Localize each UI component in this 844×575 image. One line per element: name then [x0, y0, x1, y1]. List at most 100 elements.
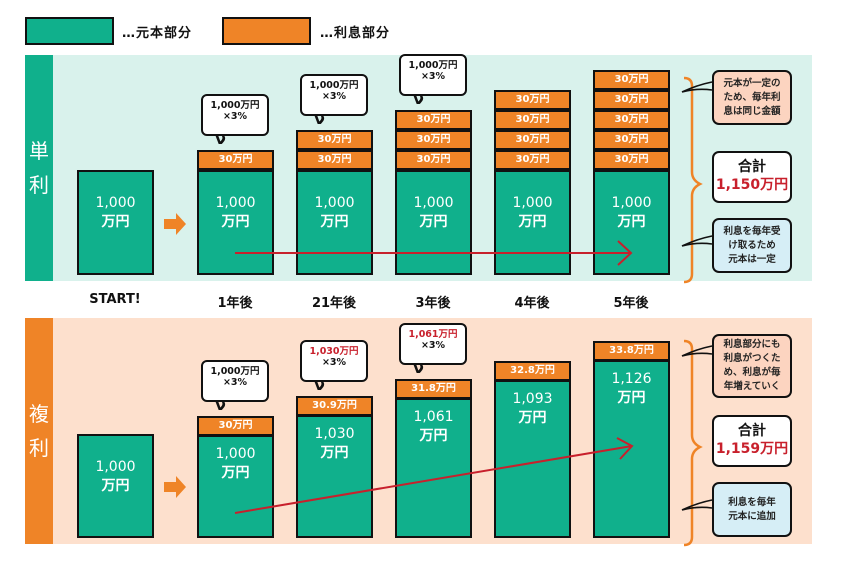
side-char: 利: [29, 173, 49, 197]
note-text: 利息部分にも利息がつくため、利息が毎年増えていく: [723, 338, 780, 394]
interest-cell: 30万円: [395, 150, 472, 170]
bubble-rate: ×3%: [222, 377, 248, 388]
principal-amount: 1,000 万円: [496, 194, 569, 232]
principal-value: 1,000: [413, 195, 454, 211]
principal-value: 1,000: [215, 446, 256, 462]
interest-cell: 30万円: [593, 150, 670, 170]
total-value: 1,159万円: [715, 441, 789, 457]
principal-bar: 1,000 万円: [494, 170, 571, 275]
bubble-base: 1,000万円: [210, 100, 260, 111]
total-box: 合計 1,150万円: [712, 151, 792, 203]
principal-unit: 万円: [320, 445, 349, 461]
principal-unit: 万円: [617, 390, 646, 406]
calc-bubble: 1,000万円×3%ν: [399, 54, 467, 107]
principal-bar: 1,000 万円: [77, 170, 154, 275]
bubble-base: 1,030万円: [309, 346, 359, 357]
interest-cell: 30万円: [593, 110, 670, 130]
bubble-tail: ν: [413, 358, 424, 377]
interest-cell: 30万円: [494, 150, 571, 170]
compound-interest-side-label: 複 利: [25, 318, 53, 544]
note-line: 利息がつくた: [723, 353, 781, 364]
bubble-rate: ×3%: [222, 111, 248, 122]
interest-cell: 30万円: [296, 150, 373, 170]
simple-growth-arrow: [235, 240, 633, 266]
side-char: 利: [29, 436, 49, 460]
principal-amount: 1,000 万円: [595, 194, 668, 232]
bubble-base: 1,000万円: [210, 366, 260, 377]
interest-cell: 30万円: [494, 110, 571, 130]
principal-value: 1,061: [413, 409, 454, 425]
principal-unit: 万円: [320, 214, 349, 230]
principal-unit: 万円: [617, 214, 646, 230]
principal-unit: 万円: [101, 214, 130, 230]
principal-unit: 万円: [101, 478, 130, 494]
interest-cell: 30万円: [593, 70, 670, 90]
principal-amount: 1,030 万円: [298, 425, 371, 463]
bubble-tail: ν: [215, 395, 226, 414]
principal-value: 1,000: [512, 195, 553, 211]
legend-principal-label: …元本部分: [122, 26, 193, 41]
note-pointer: [681, 345, 713, 357]
x-label: START!: [89, 292, 141, 307]
interest-cell: 30万円: [395, 130, 472, 150]
principal-value: 1,093: [512, 391, 553, 407]
interest-cell: 30.9万円: [296, 396, 373, 416]
bubble-rate: ×3%: [420, 71, 446, 82]
note-text: 元本が一定のため、毎年利息は同じ金額: [723, 77, 780, 119]
x-label: 3年後: [415, 296, 451, 311]
interest-cell: 31.8万円: [395, 379, 472, 399]
bubble-tail: ν: [314, 375, 325, 394]
x-label: 21年後: [311, 296, 357, 311]
compound-brace: [683, 339, 703, 547]
note-line: 元本は一定: [728, 253, 776, 265]
principal-amount: 1,061 万円: [397, 408, 470, 446]
note-line: 年増えていく: [723, 381, 781, 392]
principal-value: 1,000: [215, 195, 256, 211]
note-pointer: [681, 499, 713, 511]
x-label: 5年後: [613, 296, 649, 311]
calc-bubble: 1,000万円×3% ν: [201, 94, 269, 147]
principal-bar: 1,000 万円: [593, 170, 670, 275]
principal-value: 1,030: [314, 426, 355, 442]
bubble-base: 1,061万円: [408, 329, 458, 340]
next-arrow-icon: [164, 213, 186, 235]
simple-interest-side-label: 単 利: [25, 55, 53, 281]
calc-bubble: 1,000万円×3% ν: [201, 360, 269, 413]
principal-value: 1,000: [314, 195, 355, 211]
interest-cell: 30万円: [395, 110, 472, 130]
note-text: 利息を毎年受け取るため元本は一定: [723, 225, 780, 267]
legend-principal-swatch: [25, 17, 114, 45]
principal-value: 1,000: [611, 195, 652, 211]
explanation-note: 利息を毎年受け取るため元本は一定: [712, 218, 792, 273]
total-label: 合計: [738, 423, 766, 439]
note-line: 利息を毎年: [728, 496, 776, 508]
principal-unit: 万円: [419, 428, 448, 444]
x-label: 1年後: [217, 296, 253, 311]
interest-cell: 30万円: [197, 416, 274, 436]
interest-cell: 32.8万円: [494, 361, 571, 381]
total-label: 合計: [738, 159, 766, 175]
principal-unit: 万円: [518, 214, 547, 230]
principal-value: 1,000: [95, 195, 136, 211]
explanation-note: 利息を毎年元本に追加: [712, 482, 792, 537]
principal-value: 1,126: [611, 371, 652, 387]
total-value: 1,150万円: [715, 177, 789, 193]
note-line: ため、毎年利: [723, 91, 781, 103]
note-line: 元本に追加: [728, 510, 776, 522]
note-line: け取るため: [728, 239, 776, 251]
note-pointer: [681, 235, 713, 247]
next-arrow-icon: [164, 476, 186, 498]
interest-cell: 30万円: [494, 90, 571, 110]
bubble-tail: ν: [413, 89, 424, 108]
bubble-tail: ν: [215, 129, 226, 148]
principal-amount: 1,000 万円: [298, 194, 371, 232]
explanation-note: 元本が一定のため、毎年利息は同じ金額: [712, 70, 792, 125]
note-line: 息は同じ金額: [723, 105, 781, 117]
